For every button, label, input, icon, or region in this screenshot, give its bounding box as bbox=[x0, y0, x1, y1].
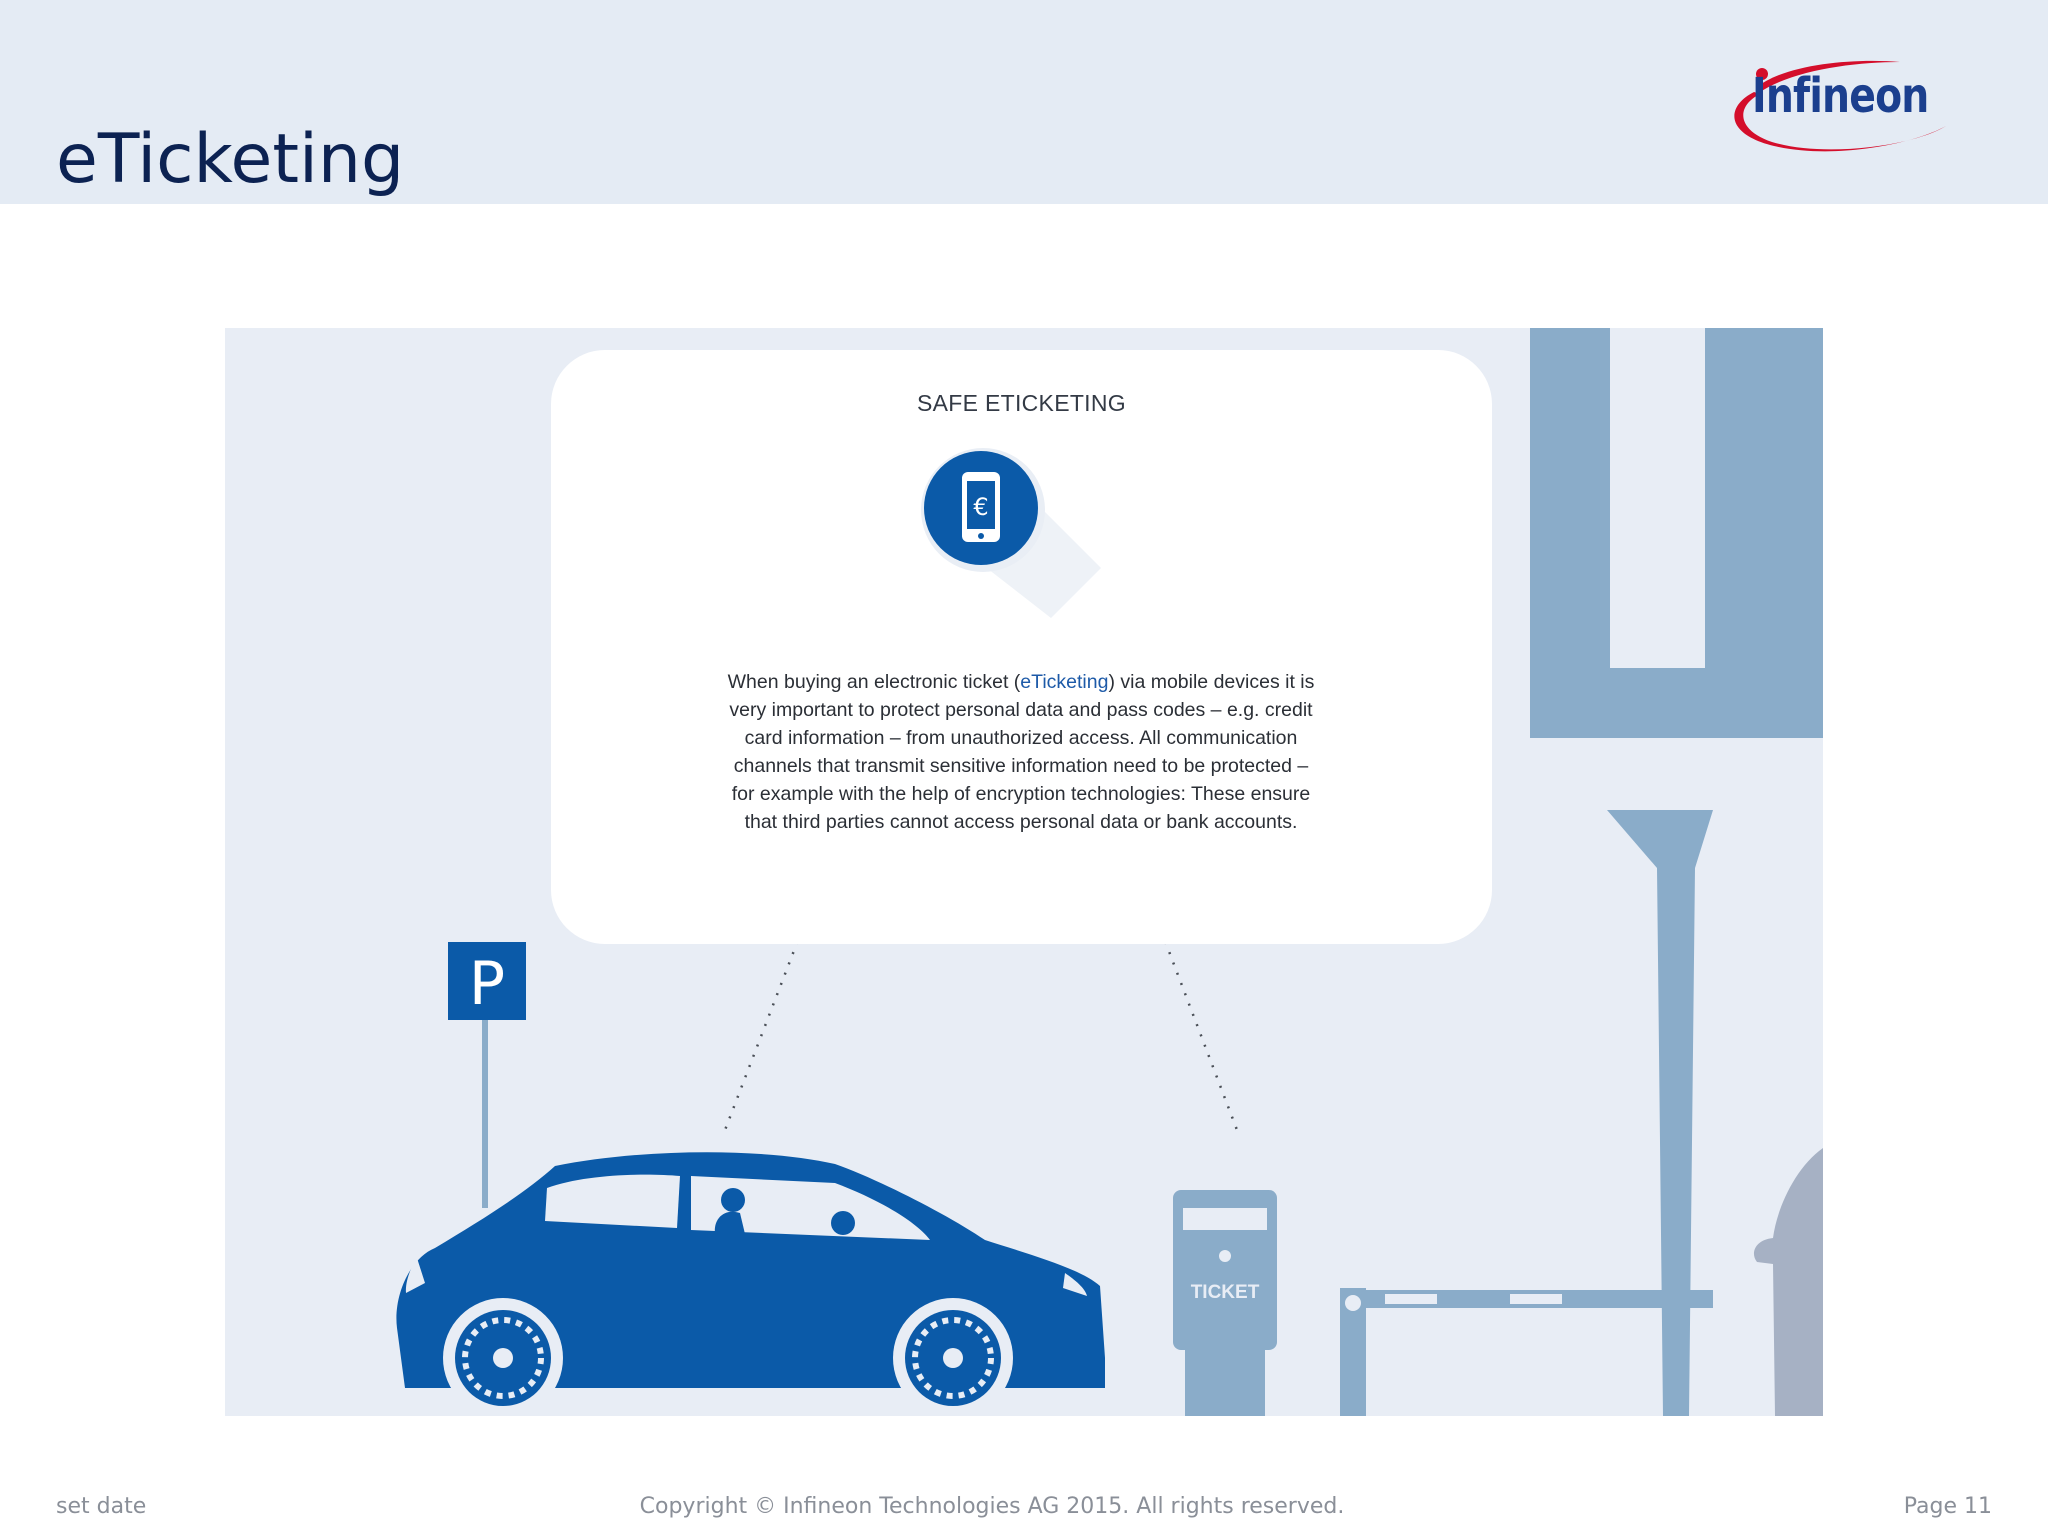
ticket-machine-label: TICKET bbox=[1191, 1282, 1260, 1303]
card-heading: SAFE ETICKETING bbox=[917, 390, 1126, 416]
infineon-logo: Infineon bbox=[1724, 54, 1950, 158]
logo-wordmark: Infineon bbox=[1752, 68, 1929, 124]
slide-title: eTicketing bbox=[56, 120, 405, 199]
parking-sign-letter: P bbox=[469, 949, 505, 1019]
logo-swoosh-icon bbox=[1734, 60, 1946, 152]
eticketing-highlight: eTicketing bbox=[1020, 671, 1109, 693]
info-card: SAFE ETICKETING € When buying an electro… bbox=[551, 350, 1492, 944]
card-text-start: When buying an electronic ticket ( bbox=[727, 671, 1021, 693]
footer-copyright: Copyright © Infineon Technologies AG 201… bbox=[639, 1494, 1345, 1519]
eticketing-illustration: TICKET P SAFE ETICKETING € bbox=[225, 328, 1823, 1416]
smartphone-euro-icon: € bbox=[921, 448, 1101, 618]
footer-page-number: Page 11 bbox=[1903, 1494, 1992, 1519]
header-band bbox=[0, 0, 2048, 204]
card-text-rest: ) via mobile devices it is very importan… bbox=[729, 671, 1315, 833]
svg-text:€: € bbox=[973, 493, 988, 521]
footer-date: set date bbox=[56, 1494, 147, 1519]
parking-scene: TICKET P bbox=[396, 328, 1823, 1416]
card-body-text: When buying an electronic ticket (eTicke… bbox=[721, 668, 1321, 836]
